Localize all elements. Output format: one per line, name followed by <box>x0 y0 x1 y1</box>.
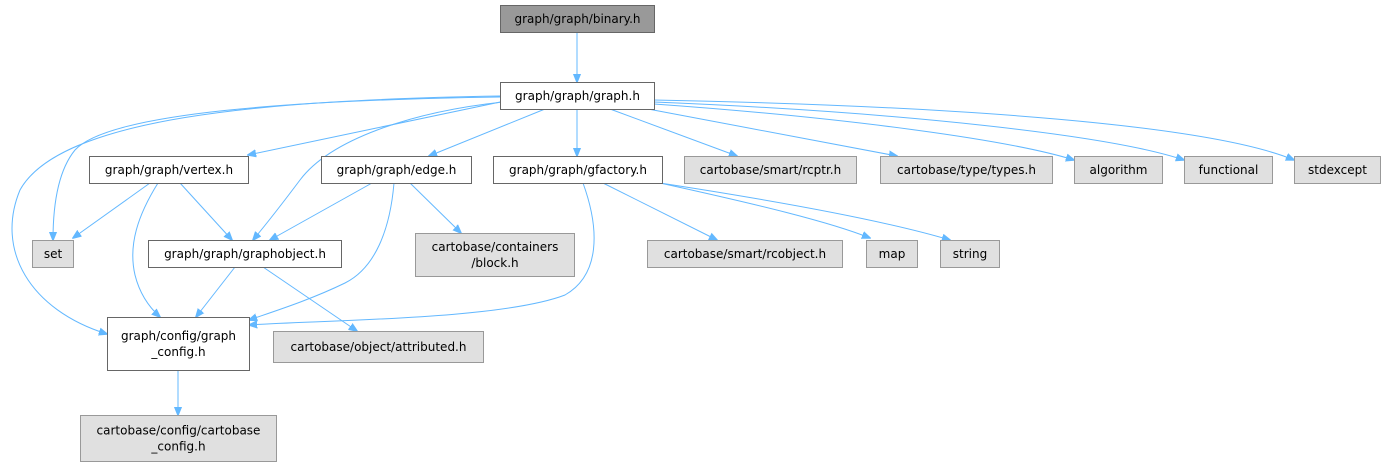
node-gfactory[interactable]: graph/graph/gfactory.h <box>493 156 663 184</box>
node-label: graph/graph/gfactory.h <box>509 163 647 177</box>
node-label: string <box>953 247 987 261</box>
edge-gfactory-to-graph_config <box>249 182 595 325</box>
edge-gfactory-to-rcobject <box>602 182 717 240</box>
edge-graph-to-graphobject <box>253 101 504 240</box>
edge-graph-to-graph_config <box>11 95 501 334</box>
node-set: set <box>32 240 74 268</box>
node-box <box>1294 156 1381 184</box>
node-box <box>500 82 655 110</box>
node-string: string <box>940 240 1000 268</box>
node-algorithm: algorithm <box>1074 156 1163 184</box>
edge-graphobject-to-attributed <box>262 266 357 331</box>
node-graph-config[interactable]: graph/config/graph _config.h <box>107 317 250 371</box>
node-box <box>415 233 575 277</box>
edge-graph-to-functional <box>653 101 1184 160</box>
node-label: cartobase/containers <box>432 240 559 254</box>
node-box <box>940 240 1000 268</box>
node-stdexcept: stdexcept <box>1294 156 1381 184</box>
edge-graphobject-to-graph_config <box>196 266 236 317</box>
edge-edge-to-graphobject <box>270 182 373 240</box>
node-label: set <box>44 247 63 261</box>
edge-graph-to-rcptr <box>609 108 737 156</box>
node-vertex[interactable]: graph/graph/vertex.h <box>89 156 249 184</box>
node-binary: graph/graph/binary.h <box>500 5 655 33</box>
edge-graph-to-types <box>647 108 897 156</box>
edge-gfactory-to-map <box>659 182 870 238</box>
node-edge[interactable]: graph/graph/edge.h <box>321 156 472 184</box>
node-label: functional <box>1199 163 1259 177</box>
node-graphobject[interactable]: graph/graph/graphobject.h <box>148 240 342 268</box>
node-types: cartobase/type/types.h <box>880 156 1053 184</box>
node-box <box>273 331 484 363</box>
node-label: map <box>879 247 906 261</box>
edge-vertex-to-graphobject <box>179 182 232 240</box>
node-box <box>32 240 74 268</box>
node-rcobject: cartobase/smart/rcobject.h <box>647 240 843 268</box>
node-label: graph/config/graph <box>121 329 236 343</box>
edge-vertex-to-set <box>73 182 151 238</box>
node-label: graph/graph/graph.h <box>515 89 640 103</box>
node-attributed: cartobase/object/attributed.h <box>273 331 484 363</box>
node-box <box>880 156 1053 184</box>
node-box <box>1074 156 1163 184</box>
node-functional: functional <box>1184 156 1273 184</box>
edge-vertex-to-graph_config <box>132 182 160 317</box>
node-map: map <box>866 240 918 268</box>
node-label: cartobase/smart/rcptr.h <box>700 163 841 177</box>
node-box <box>647 240 843 268</box>
node-box <box>80 415 277 462</box>
node-label: cartobase/config/cartobase <box>97 424 261 438</box>
node-label: graph/graph/edge.h <box>337 163 457 177</box>
node-label: cartobase/object/attributed.h <box>291 340 467 354</box>
node-label: /block.h <box>471 256 518 270</box>
node-label: algorithm <box>1090 163 1148 177</box>
node-label: _config.h <box>150 345 205 359</box>
edge-graph-to-edge <box>429 108 546 156</box>
edge-graph-to-stdexcept <box>653 99 1294 160</box>
node-label: stdexcept <box>1308 163 1367 177</box>
node-label: graph/graph/vertex.h <box>105 163 233 177</box>
node-box <box>148 240 342 268</box>
edge-graph-to-algorithm <box>653 103 1074 160</box>
edge-edge-to-graph_config <box>249 182 395 320</box>
node-rcptr: cartobase/smart/rcptr.h <box>684 156 857 184</box>
edge-graph-to-vertex <box>248 100 506 155</box>
node-graph[interactable]: graph/graph/graph.h <box>500 82 655 110</box>
node-box <box>866 240 918 268</box>
node-box <box>107 317 250 371</box>
node-label: _config.h <box>150 440 205 454</box>
edge-gfactory-to-string <box>659 182 950 240</box>
node-box <box>684 156 857 184</box>
node-box <box>321 156 472 184</box>
node-block: cartobase/containers/block.h <box>415 233 575 277</box>
node-box <box>500 5 655 33</box>
node-label: cartobase/type/types.h <box>897 163 1036 177</box>
node-label: cartobase/smart/rcobject.h <box>664 247 826 261</box>
node-label: graph/graph/binary.h <box>515 12 641 26</box>
node-box <box>89 156 249 184</box>
edge-edge-to-block <box>409 182 461 233</box>
node-box <box>1184 156 1273 184</box>
node-cartobase-config: cartobase/config/cartobase _config.h <box>80 415 277 462</box>
node-label: graph/graph/graphobject.h <box>164 247 326 261</box>
node-box <box>493 156 663 184</box>
